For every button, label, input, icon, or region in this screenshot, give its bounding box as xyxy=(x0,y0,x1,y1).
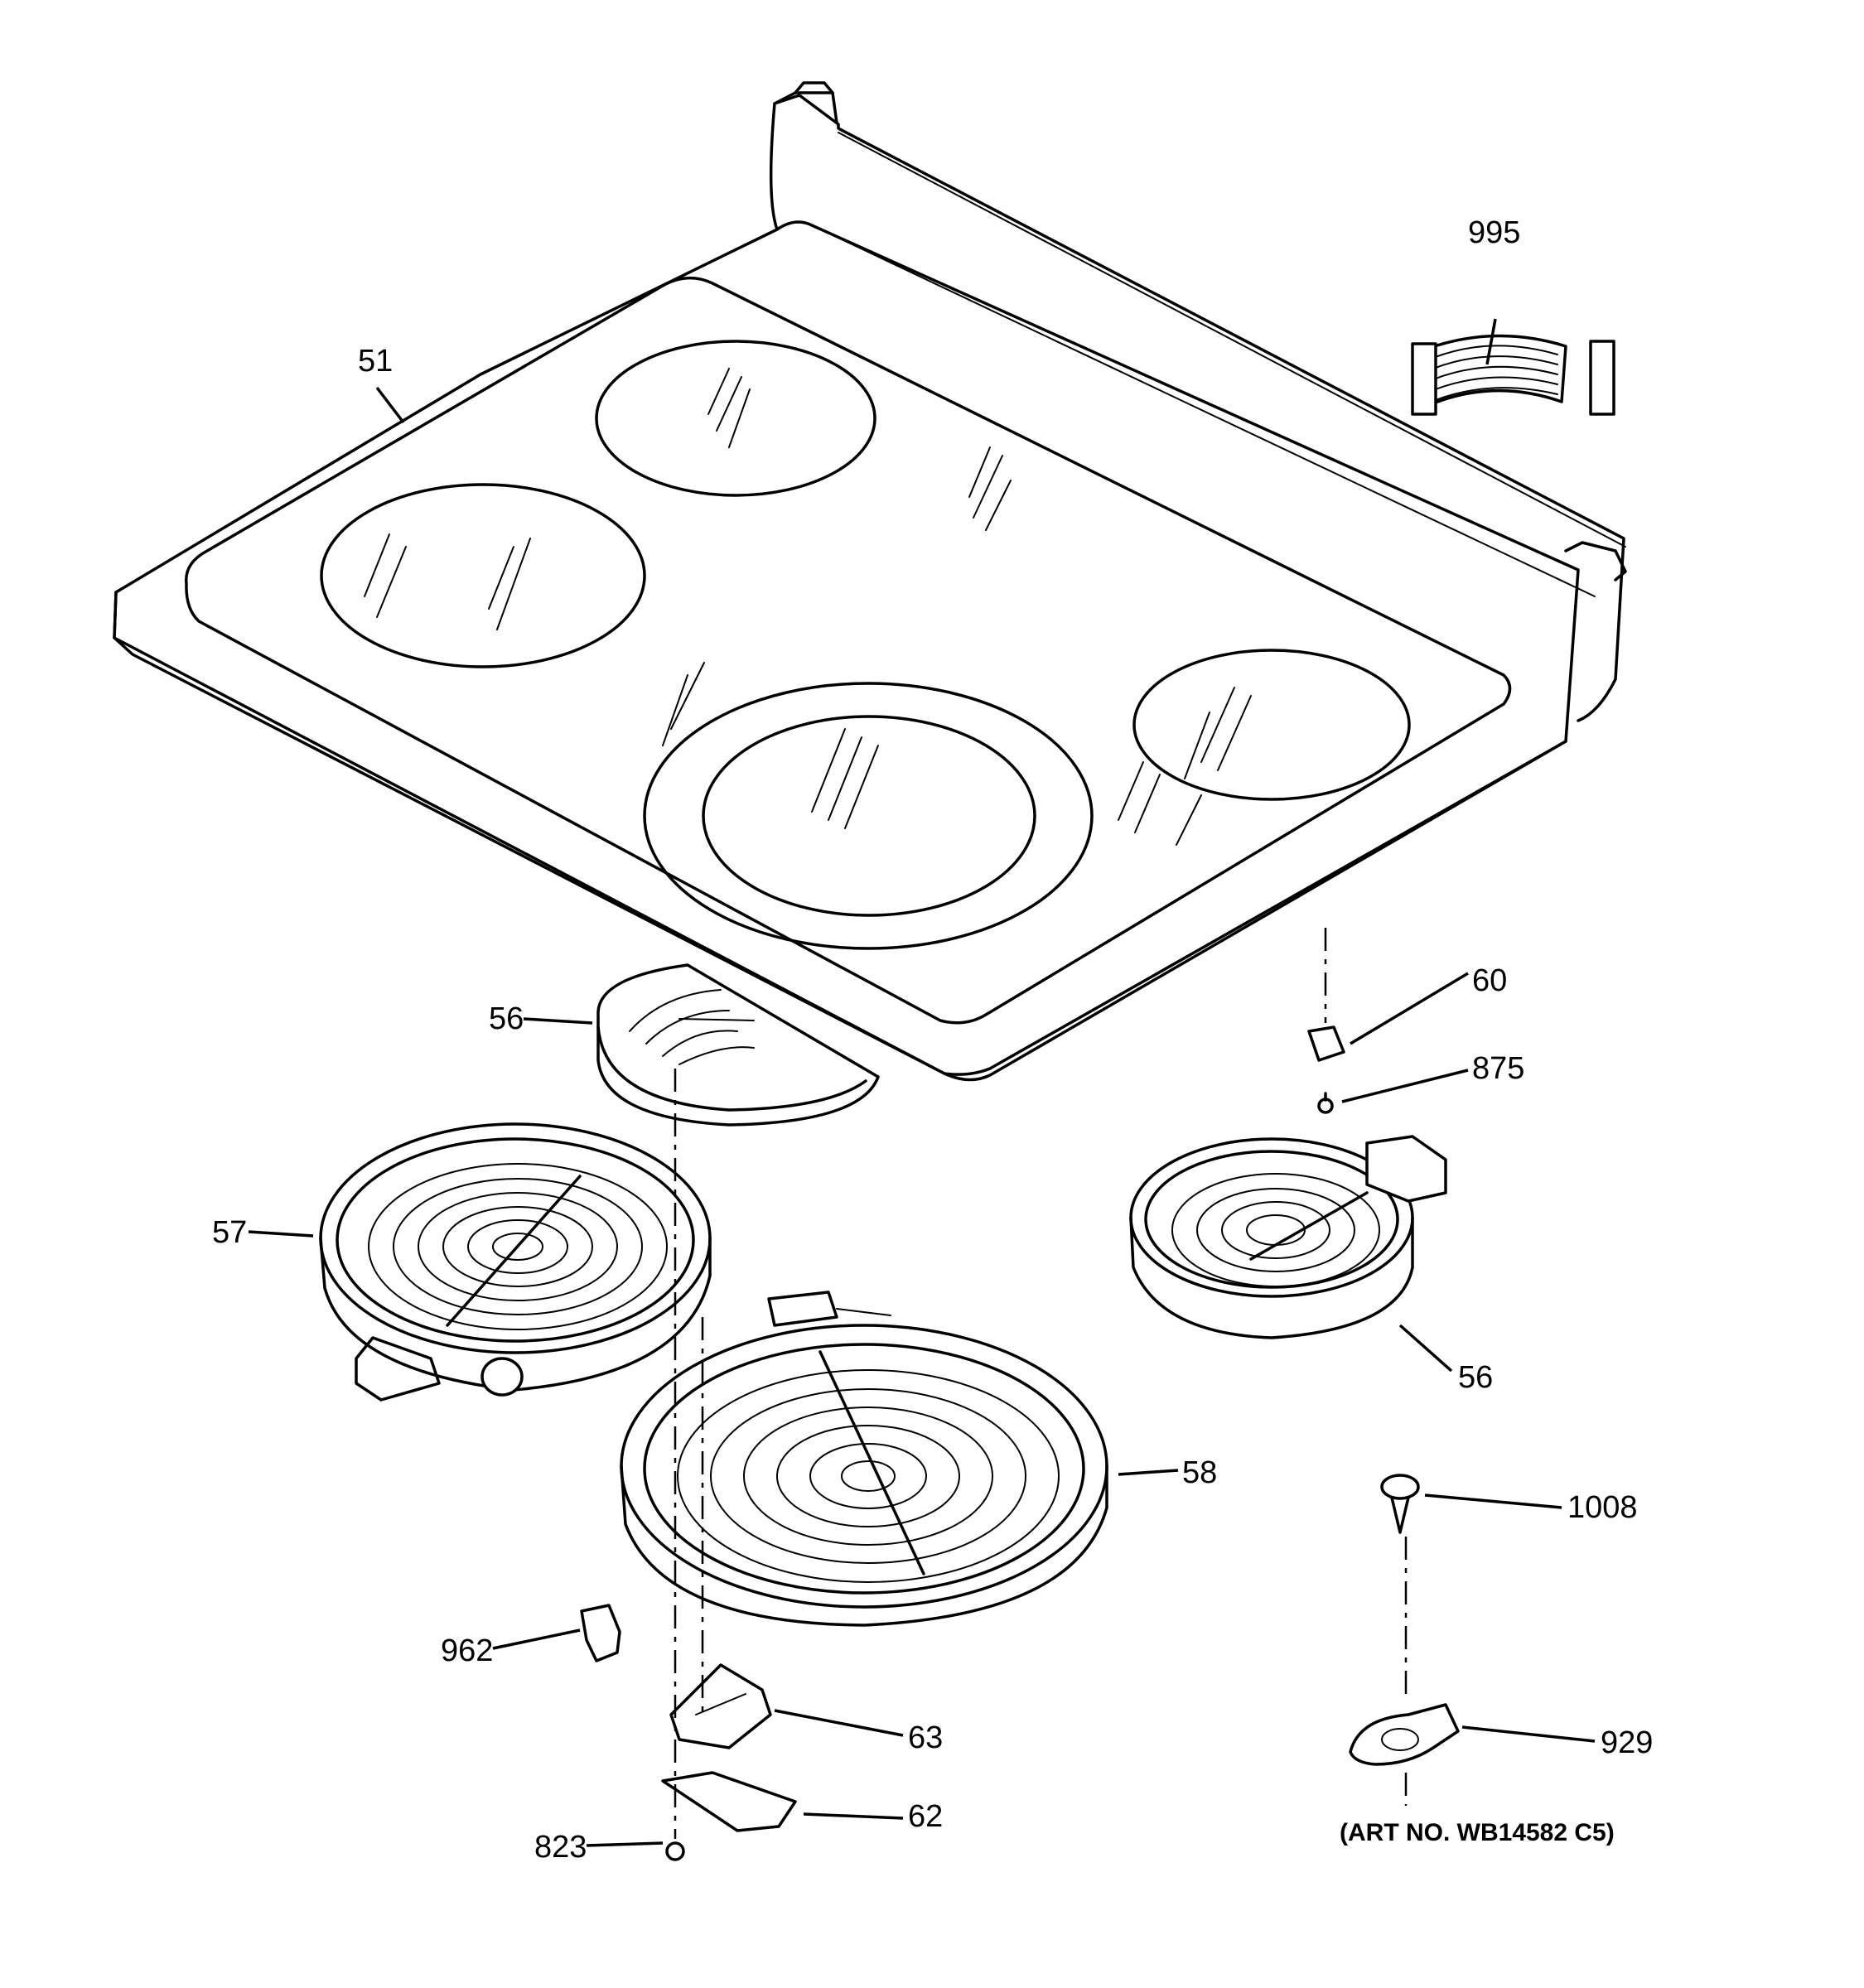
bracket-62[interactable] xyxy=(661,1771,797,1832)
label-929: 929 xyxy=(1601,1725,1653,1760)
screw-1008[interactable] xyxy=(1380,1474,1420,1534)
large-radiant-element-58[interactable] xyxy=(620,1291,1108,1627)
small-radiant-element-left[interactable] xyxy=(596,963,880,1127)
label-62: 62 xyxy=(908,1799,943,1834)
label-823: 823 xyxy=(534,1830,587,1865)
label-63: 63 xyxy=(908,1720,943,1755)
screw-823[interactable] xyxy=(665,1841,685,1861)
label-60: 60 xyxy=(1472,963,1507,998)
label-58: 58 xyxy=(1182,1455,1217,1490)
label-962: 962 xyxy=(441,1633,493,1668)
leader-lines xyxy=(248,318,1596,1847)
bracket-63[interactable] xyxy=(669,1663,772,1749)
label-57: 57 xyxy=(212,1215,247,1250)
label-1008: 1008 xyxy=(1567,1490,1638,1525)
radiant-element-57[interactable] xyxy=(319,1122,712,1402)
label-56-right: 56 xyxy=(1458,1360,1493,1395)
part-60[interactable] xyxy=(1307,1025,1345,1062)
label-51: 51 xyxy=(358,344,393,379)
assembly-lines xyxy=(674,928,1408,1839)
clip-962[interactable] xyxy=(580,1604,621,1662)
label-995: 995 xyxy=(1468,215,1520,250)
small-radiant-element-right[interactable] xyxy=(1129,1135,1447,1339)
art-number: (ART NO. WB14582 C5) xyxy=(1340,1819,1615,1846)
hold-down-929[interactable] xyxy=(1349,1703,1460,1766)
wire-harness[interactable] xyxy=(1411,334,1615,416)
cooktop-glass-panel[interactable] xyxy=(113,81,1627,1082)
label-56-left: 56 xyxy=(489,1001,524,1036)
label-875: 875 xyxy=(1472,1051,1524,1086)
screw-875[interactable] xyxy=(1317,1092,1334,1114)
